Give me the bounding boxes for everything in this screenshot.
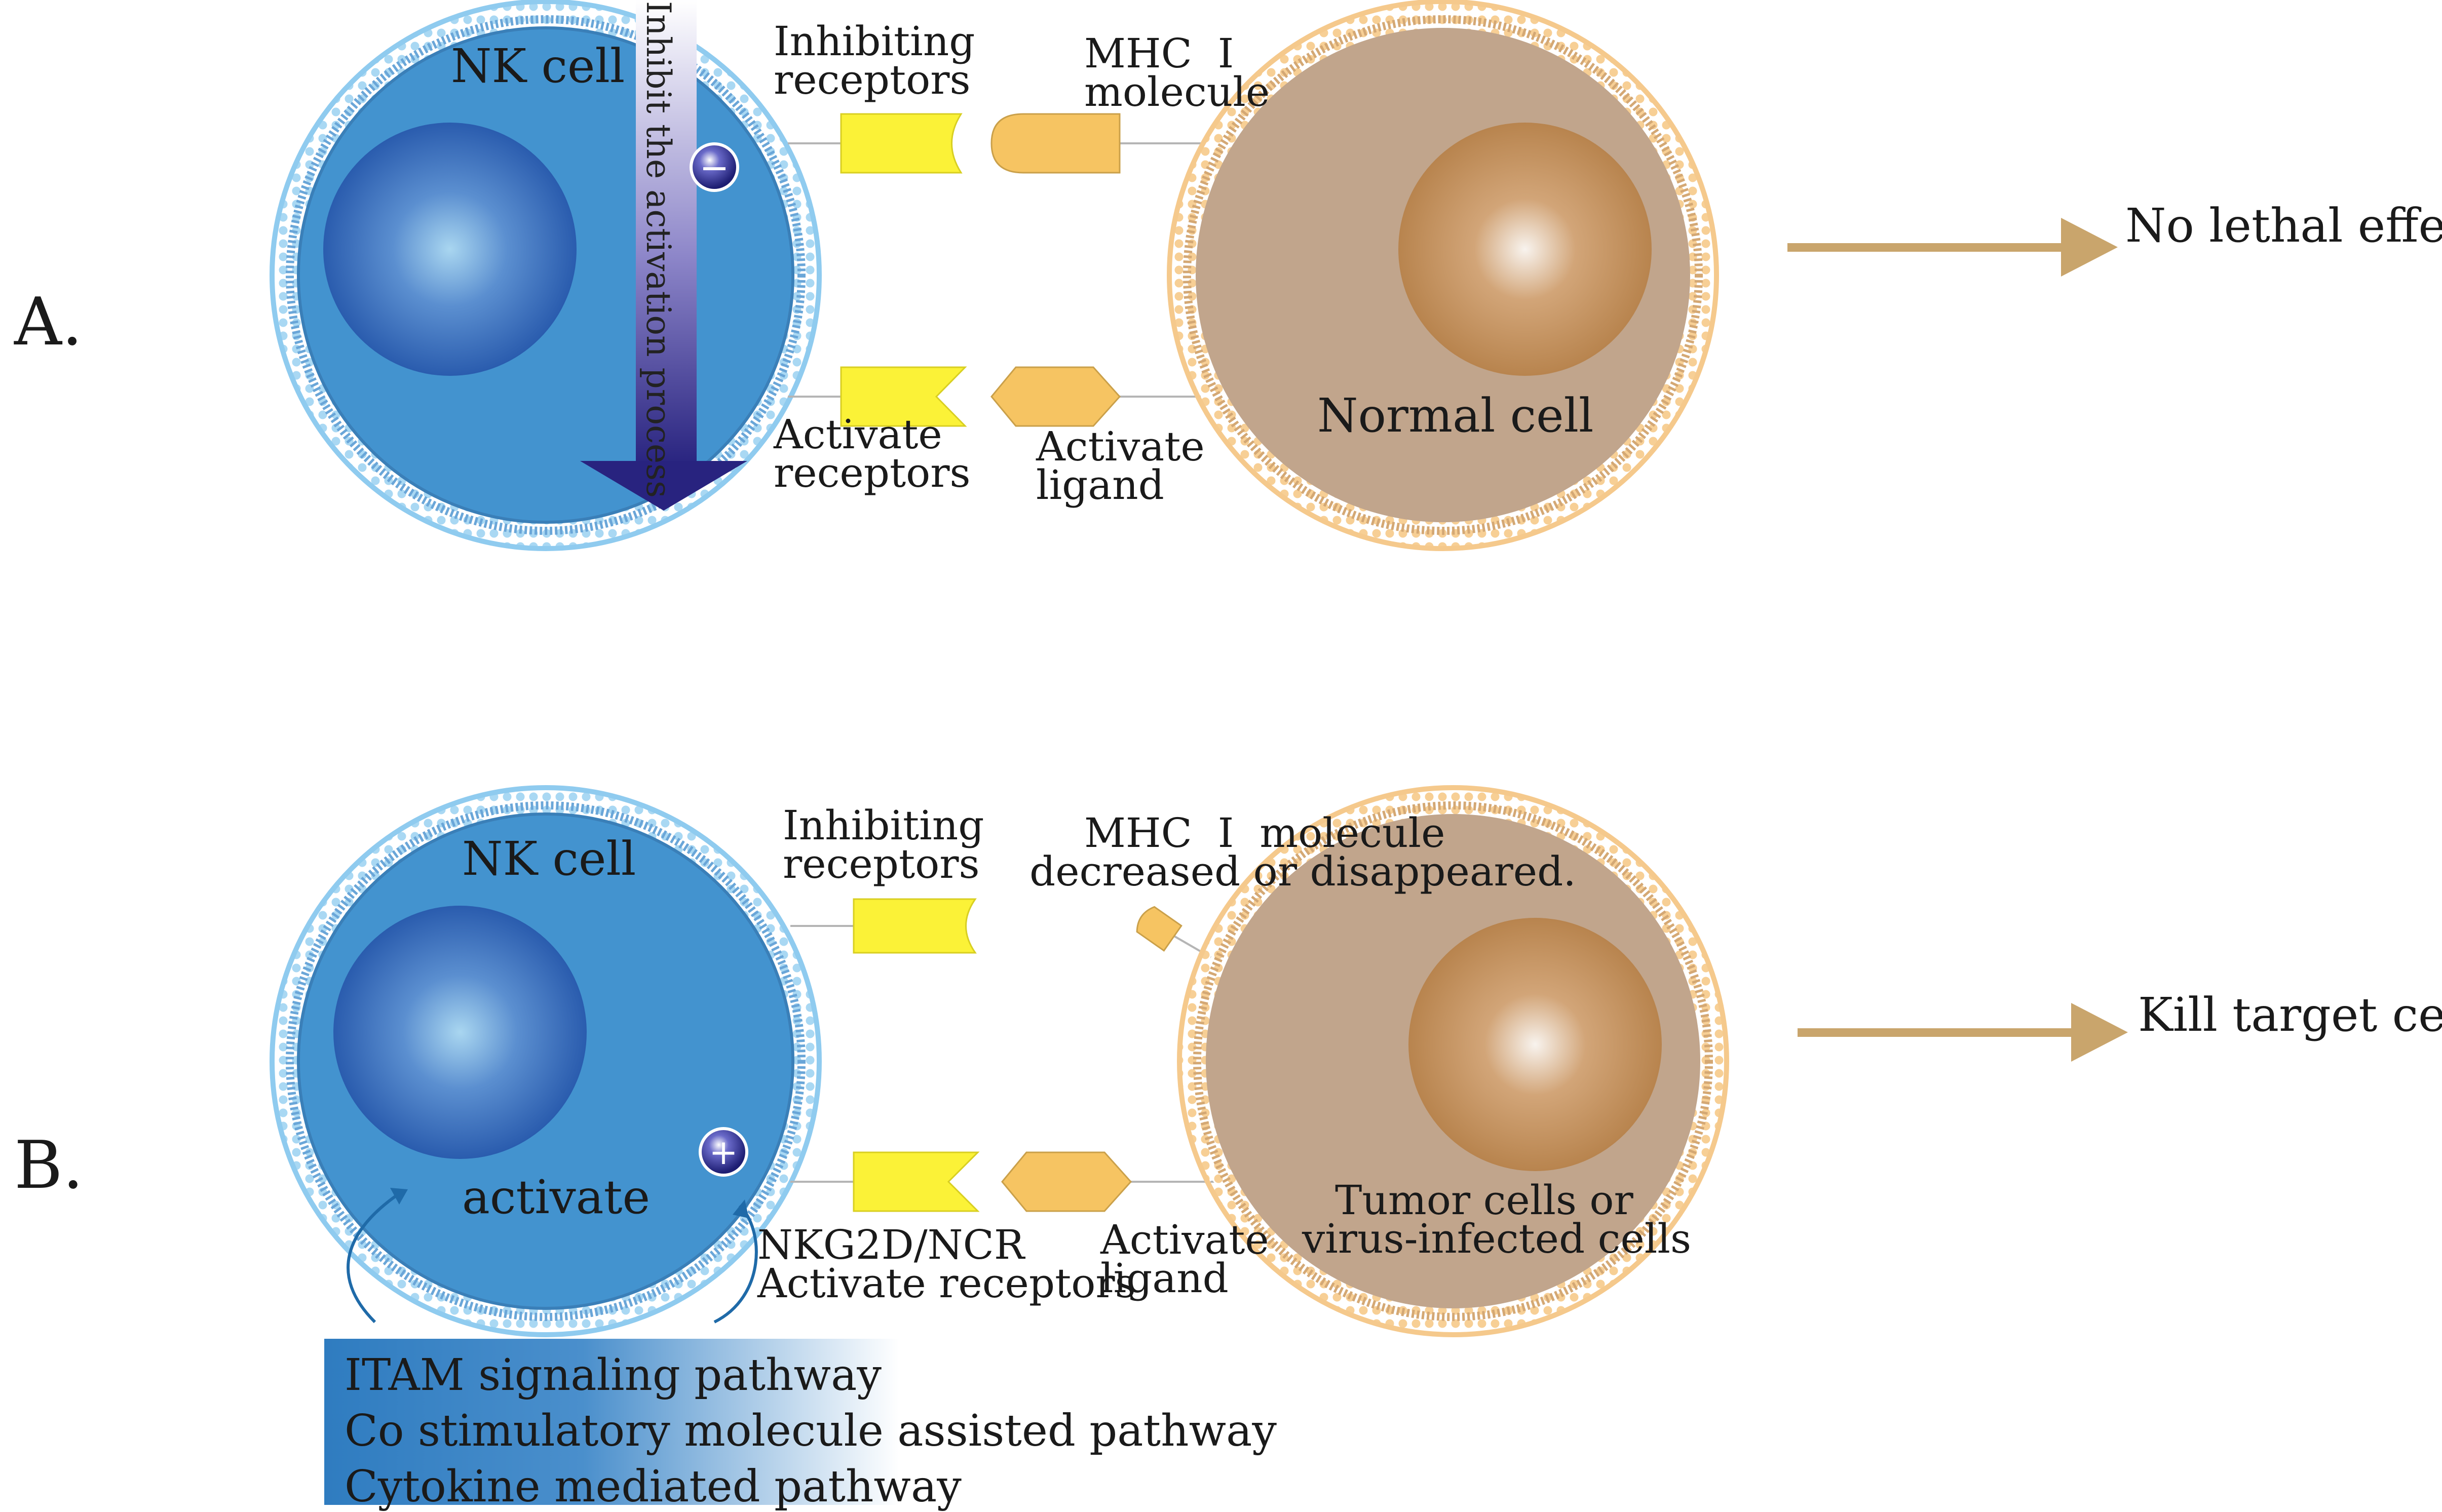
mhc-molecule-a-label-1: MHC I: [1084, 30, 1234, 77]
activate-ligand-a: [990, 366, 1121, 427]
tumor-cell-label-1: Tumor cells or: [1335, 1177, 1633, 1224]
activate-ligand-a-label-2: ligand: [1036, 461, 1164, 509]
activate-ligand-a-label-1: Activate: [1036, 423, 1205, 470]
inhibit-arrow: [580, 0, 747, 511]
pathway-item-1: ITAM signaling pathway: [345, 1350, 882, 1401]
nk-cell-b-label: NK cell: [462, 832, 636, 886]
target-nucleus-b: [1408, 918, 1662, 1171]
pathway-feedback-arrows: [347, 1188, 758, 1324]
panel-b: +: [270, 785, 2128, 1337]
activate-label: activate: [462, 1170, 651, 1224]
nk-nucleus-a: [323, 123, 577, 376]
activate-receptor-b: [853, 1151, 980, 1212]
inhibiting-receptors-a-label-1: Inhibiting: [774, 18, 975, 65]
nk-cell-a-label: NK cell: [451, 39, 625, 93]
target-nucleus-a: [1398, 123, 1652, 376]
outcome-a-label: No lethal effect: [2125, 199, 2442, 253]
mhc-molecule-a-label-2: molecule: [1084, 68, 1270, 115]
inhibiting-receptor-b: [853, 898, 977, 954]
inhibiting-receptor-a: [840, 113, 963, 174]
svg-text:+: +: [709, 1133, 738, 1173]
panel-a-label: A.: [14, 283, 83, 360]
svg-text:−: −: [700, 147, 730, 188]
outcome-arrow-b: [1798, 1003, 2128, 1062]
activate-ligand-b-label-1: Activate: [1100, 1216, 1269, 1263]
activate-receptors-b-label-1: NKG2D/NCR: [757, 1221, 1025, 1268]
nk-nucleus-b: [333, 906, 587, 1159]
activate-receptors-a-label-1: Activate: [774, 411, 942, 458]
outcome-arrow-a: [1787, 218, 2118, 277]
inhibiting-receptors-a-label-2: receptors: [774, 56, 971, 103]
outcome-b-label: Kill target cells: [2138, 988, 2442, 1042]
mhc-molecule-b-label-2: decreased or disappeared.: [1029, 848, 1576, 895]
inhibit-arrow-label: Inhibit the activation process: [639, 1, 678, 498]
inhibiting-receptors-b-label-2: receptors: [783, 840, 980, 887]
mhc-molecule-a: [990, 113, 1121, 174]
minus-sign-icon: −: [690, 142, 739, 192]
activate-receptors-b-label-2: Activate receptors: [757, 1260, 1136, 1307]
pathway-box: [324, 1339, 899, 1505]
nk-cell-b: [270, 785, 822, 1337]
activate-ligand-b: [1001, 1151, 1132, 1212]
activate-ligand-b-label-2: ligand: [1100, 1255, 1229, 1302]
inhibiting-receptors-b-label-1: Inhibiting: [783, 802, 984, 849]
activate-receptor-a: [840, 366, 967, 427]
normal-cell: [1167, 0, 1719, 551]
pathway-item-3: Cytokine mediated pathway: [345, 1461, 962, 1512]
activate-receptors-a-label-2: receptors: [774, 449, 971, 496]
plus-sign-icon: +: [699, 1127, 748, 1177]
pathway-item-2: Co stimulatory molecule assisted pathway: [345, 1406, 1277, 1456]
normal-cell-label: Normal cell: [1317, 389, 1594, 443]
mhc-molecule-b-label-1: MHC I molecule: [1084, 809, 1445, 857]
mhc-molecule-b: [1136, 906, 1182, 952]
panel-a: −: [270, 0, 2118, 551]
panel-b-label: B.: [14, 1127, 84, 1204]
tumor-cell: [1177, 785, 1729, 1337]
tumor-cell-label-2: virus-infected cells: [1302, 1215, 1692, 1262]
